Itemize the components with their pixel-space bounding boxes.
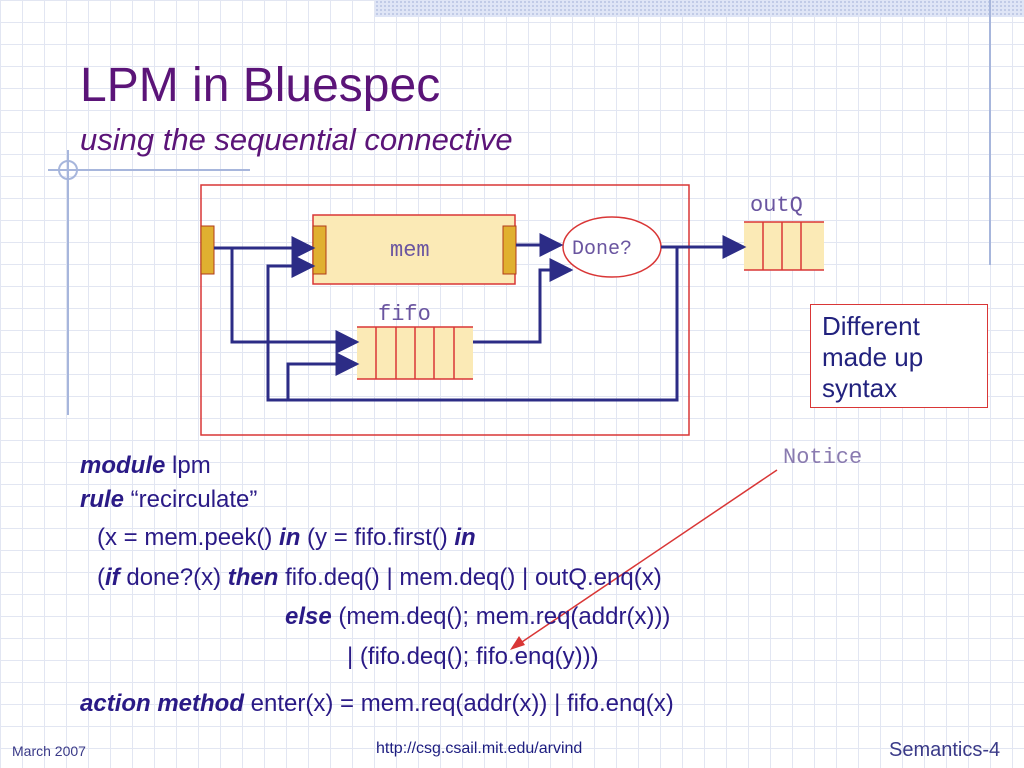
- keyword: in: [454, 524, 476, 551]
- input-port: [200, 225, 215, 275]
- footer-date: March 2007: [12, 743, 86, 759]
- keyword: action method: [80, 690, 245, 717]
- code-text: lpm: [165, 452, 211, 479]
- wire-recirc-mem: [266, 247, 679, 402]
- keyword: else: [285, 603, 332, 630]
- done-label: Done?: [572, 238, 632, 261]
- code-text: done?(x): [119, 564, 228, 591]
- footer-url[interactable]: http://csg.csail.mit.edu/arvind: [376, 740, 583, 757]
- code-line: else (mem.deq(); mem.req(addr(x))): [285, 603, 670, 631]
- header-band: [375, 0, 1024, 17]
- note-line: made up: [822, 342, 924, 372]
- outq-queue: [744, 221, 824, 271]
- code-text: (x = mem.peek(): [97, 524, 280, 551]
- note-line: Different: [822, 311, 920, 341]
- done-check: [562, 216, 662, 278]
- footer-page-number: Semantics-4: [889, 739, 1001, 761]
- note-line: syntax: [822, 373, 898, 403]
- code-line: action method enter(x) = mem.req(addr(x)…: [80, 690, 674, 718]
- mem-label: mem: [390, 238, 430, 263]
- code-line: | (fifo.deq(); fifo.enq(y))): [347, 643, 599, 671]
- code-text: enter(x) = mem.req(addr(x)) | fifo.enq(x…: [244, 690, 674, 717]
- code-line: (if done?(x) then fifo.deq() | mem.deq()…: [97, 564, 662, 592]
- fifo-label: fifo: [378, 302, 431, 327]
- mem-block: [312, 214, 516, 285]
- keyword: module: [80, 452, 166, 479]
- module-boundary: [200, 184, 690, 436]
- wire-in-to-fifo: [230, 248, 360, 354]
- fifo-queue: [357, 326, 473, 380]
- wire-recirc-fifo: [286, 352, 360, 400]
- outq-label: outQ: [750, 193, 803, 218]
- code-line: (x = mem.peek() in (y = fifo.first() in: [97, 524, 476, 552]
- notice-label: Notice: [783, 445, 863, 470]
- keyword: rule: [80, 486, 125, 513]
- code-line: rule “recirculate”: [80, 486, 257, 514]
- keyword: then: [227, 564, 279, 591]
- mem-output-port: [502, 225, 517, 275]
- code-text: (: [97, 564, 105, 591]
- code-text: (y = fifo.first(): [300, 524, 455, 551]
- code-line: module lpm: [80, 452, 211, 480]
- keyword: in: [279, 524, 301, 551]
- wires: [214, 233, 747, 402]
- slide-subtitle: using the sequential connective: [80, 122, 513, 157]
- code-text: (mem.deq(); mem.req(addr(x))): [331, 603, 671, 630]
- wire-fifo-to-done: [473, 258, 574, 344]
- code-text: “recirculate”: [124, 486, 258, 513]
- code-text: | (fifo.deq(); fifo.enq(y))): [347, 643, 599, 670]
- keyword: if: [105, 564, 120, 591]
- slide-title: LPM in Bluespec: [80, 59, 441, 112]
- code-text: fifo.deq() | mem.deq() | outQ.enq(x): [278, 564, 662, 591]
- note-box: Different made up syntax: [810, 304, 988, 408]
- mem-input-port: [312, 225, 327, 275]
